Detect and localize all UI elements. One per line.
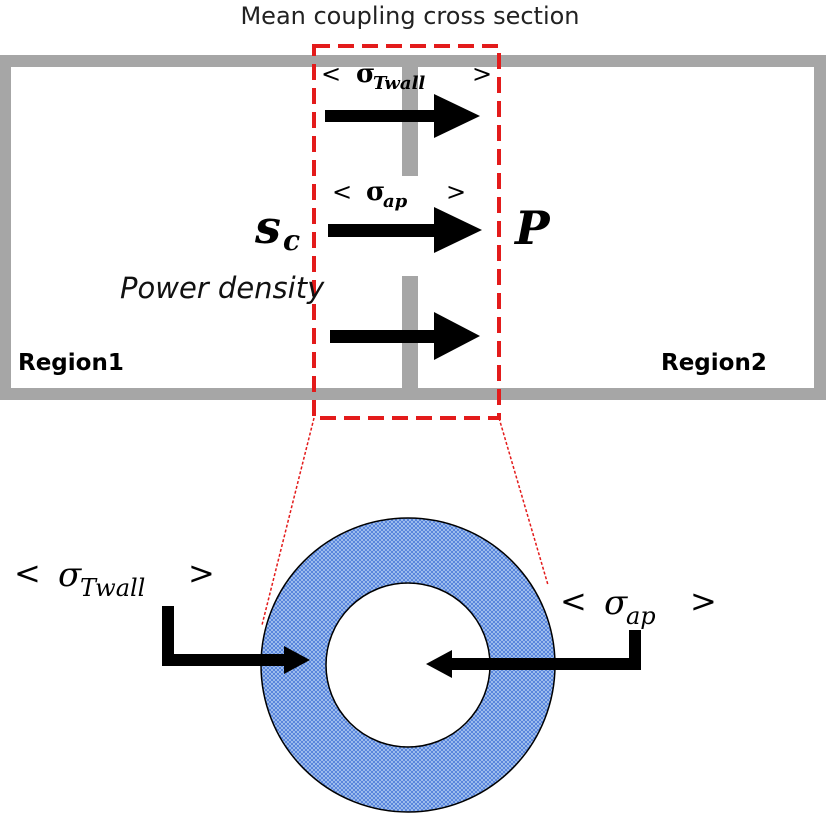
top-sigma-twall-label: < σ Twall > — [321, 59, 492, 94]
region2-label: Region2 — [661, 350, 767, 376]
sigma-symbol: σ — [366, 177, 385, 207]
sigma-symbol: σ — [356, 59, 375, 89]
sigma-symbol: σ — [604, 583, 628, 623]
twall-subscript: Twall — [373, 73, 425, 94]
twall-bent-arrow — [162, 606, 310, 674]
twall-arrow — [325, 94, 480, 138]
bracket-open: < — [14, 554, 41, 592]
source-label: s c — [254, 200, 300, 257]
top-sigma-ap-label: < σ ap > — [332, 177, 466, 212]
zoom-lines — [261, 417, 549, 626]
bottom-arrows — [162, 606, 641, 678]
coupling-arrows — [325, 94, 482, 360]
lower-wall-arrow — [330, 312, 480, 360]
coupling-window-box — [312, 44, 501, 420]
bracket-open: < — [332, 178, 352, 206]
bracket-open: < — [321, 60, 341, 88]
bottom-sigma-twall-label: < σ Twall > — [14, 554, 215, 602]
cross-section-ring — [260, 517, 556, 813]
bottom-sigma-ap-label: < σ ap > — [560, 582, 717, 630]
ap-subscript: ap — [626, 602, 656, 630]
bracket-close: > — [472, 60, 492, 88]
source-subscript: c — [283, 224, 300, 257]
figure-title: Mean coupling cross section — [240, 2, 579, 30]
region1-label: Region1 — [18, 350, 124, 376]
bracket-close: > — [188, 554, 215, 592]
bracket-close: > — [446, 178, 466, 206]
source-caption: Power density — [120, 271, 325, 305]
target-symbol: P — [513, 201, 551, 255]
ap-subscript: ap — [383, 191, 408, 212]
bracket-close: > — [690, 582, 717, 620]
sigma-symbol: σ — [58, 555, 82, 595]
source-symbol: s — [254, 200, 281, 254]
twall-subscript: Twall — [80, 574, 145, 602]
bracket-open: < — [560, 582, 587, 620]
ap-bent-arrow — [426, 630, 641, 678]
aperture-arrow — [328, 207, 482, 253]
